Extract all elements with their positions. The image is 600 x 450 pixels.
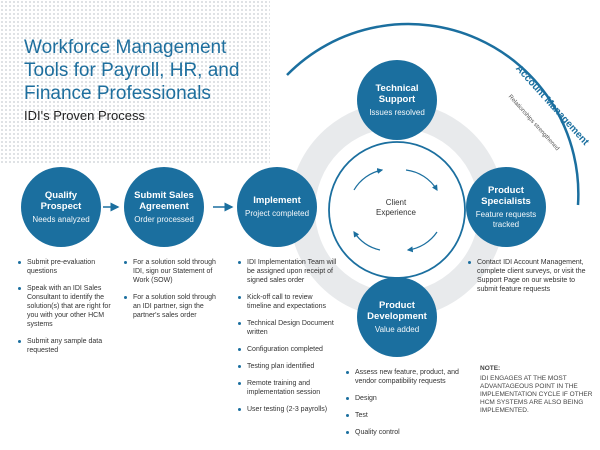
qualify-prospect-list: Submit pre-evaluation questions Speak wi…: [18, 258, 114, 363]
note-box: NOTE: IDI engages at the most advantageo…: [480, 365, 595, 415]
node-title: Implement: [253, 195, 301, 207]
node-submit-sales-agreement: Submit Sales Agreement Order processed: [124, 167, 204, 247]
list-item: Remote training and implementation sessi…: [238, 379, 338, 397]
list-item: Submit pre-evaluation questions: [18, 258, 114, 276]
node-qualify-prospect: Qualify Prospect Needs analyzed: [21, 167, 101, 247]
account-management-arc: [286, 22, 580, 206]
list-item: For a solution sold through IDI, sign ou…: [124, 258, 224, 285]
node-technical-support: Technical Support Issues resolved: [357, 60, 437, 140]
cycle-arrow-top-left: [353, 168, 384, 191]
node-status: Value added: [374, 324, 420, 334]
list-item: Submit any sample data requested: [18, 337, 114, 355]
product-development-list: Assess new feature, product, and vendor …: [346, 368, 464, 445]
list-item: Quality control: [346, 428, 464, 437]
list-item: Contact IDI Account Management, complete…: [468, 258, 588, 294]
node-status: Project completed: [244, 209, 310, 219]
sales-agreement-list: For a solution sold through IDI, sign ou…: [124, 258, 224, 328]
node-status: Order processed: [134, 214, 194, 224]
list-item: Kick-off call to review timeline and exp…: [238, 293, 338, 311]
list-item: Test: [346, 411, 464, 420]
cycle-arrow-bottom-right: [406, 231, 438, 253]
list-item: Speak with an IDI Sales Consultant to id…: [18, 284, 114, 329]
node-product-development: Product Development Value added: [357, 277, 437, 357]
dot-pattern-background: [0, 0, 270, 165]
cycle-arrow-bottom-left: [353, 230, 381, 251]
note-heading: NOTE:: [480, 365, 501, 372]
node-status: Needs analyzed: [32, 214, 90, 224]
node-title: Qualify Prospect: [40, 189, 82, 212]
node-title: Technical Support: [375, 82, 419, 105]
page-title: Workforce Management Tools for Payroll, …: [24, 37, 240, 104]
node-implement: Implement Project completed: [237, 167, 317, 247]
center-label: Client Experience: [375, 198, 417, 217]
node-status: Feature requests tracked: [475, 210, 537, 229]
list-item: IDI Implementation Team will be assigned…: [238, 258, 338, 285]
list-item: Configuration completed: [238, 345, 338, 354]
note-text: IDI engages at the most advantageous poi…: [480, 375, 593, 414]
node-title: Product Specialists: [481, 185, 531, 207]
cycle-arrow-top-right: [405, 169, 438, 192]
page-subtitle: IDI's Proven Process: [24, 108, 145, 123]
node-product-specialists: Product Specialists Feature requests tra…: [466, 167, 546, 247]
node-title: Product Development: [367, 299, 427, 322]
list-item: Design: [346, 394, 464, 403]
list-item: Technical Design Document written: [238, 319, 338, 337]
list-item: Testing plan identified: [238, 362, 338, 371]
list-item: Assess new feature, product, and vendor …: [346, 368, 464, 386]
list-item: For a solution sold through an IDI partn…: [124, 293, 224, 320]
product-specialists-list: Contact IDI Account Management, complete…: [468, 258, 588, 302]
node-title: Submit Sales Agreement: [134, 189, 194, 212]
implement-list: IDI Implementation Team will be assigned…: [238, 258, 338, 422]
node-status: Issues resolved: [369, 107, 425, 117]
list-item: User testing (2-3 payrolls): [238, 405, 338, 414]
